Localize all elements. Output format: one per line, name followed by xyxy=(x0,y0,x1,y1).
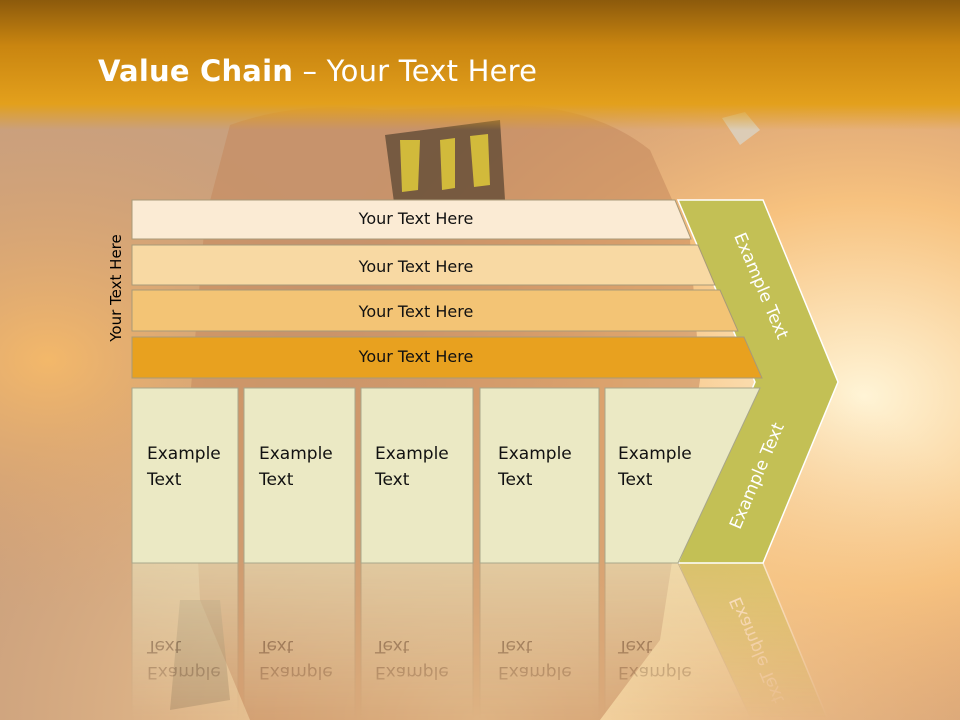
column-5-line-2: Text xyxy=(617,470,653,490)
diagram-reflection: Example Text Example Text Example Text E… xyxy=(131,562,829,720)
bar-3-label: Your Text Here xyxy=(358,302,474,321)
bar-1-label: Your Text Here xyxy=(358,209,474,228)
reflection-chevron xyxy=(676,562,829,720)
column-5-line-1: Example xyxy=(618,444,692,464)
reflection-column-4-line-1: Example xyxy=(498,662,572,682)
reflection-column-1-line-2: Text xyxy=(146,636,182,656)
column-4-line-1: Example xyxy=(498,444,572,464)
column-4-label: Example Text xyxy=(497,444,577,490)
reflection-column-2-line-2: Text xyxy=(258,636,294,656)
column-2-label: Example Text xyxy=(258,444,338,490)
title-bold: Value Chain xyxy=(98,54,294,88)
diagram-main: Your Text Here Your Text Here Your Text … xyxy=(131,199,839,564)
reflection-column-1-line-1: Example xyxy=(147,662,221,682)
column-3-line-1: Example xyxy=(375,444,449,464)
column-1[interactable] xyxy=(131,387,239,564)
bar-3[interactable] xyxy=(131,289,739,332)
reflection-column-5-line-1: Example xyxy=(618,662,692,682)
bar-2-label: Your Text Here xyxy=(358,257,474,276)
reflection-column-4-line-2: Text xyxy=(497,636,533,656)
reflection-column-2-label: Example Text xyxy=(258,636,338,682)
bar-4[interactable] xyxy=(131,336,763,379)
reflection-column-3-line-1: Example xyxy=(375,662,449,682)
reflection-column-5-line-2: Text xyxy=(617,636,653,656)
column-5-label: Example Text xyxy=(617,444,697,490)
column-3[interactable] xyxy=(360,387,474,564)
bar-4-label: Your Text Here xyxy=(358,347,474,366)
reflection-column-4-label: Example Text xyxy=(497,636,577,682)
reflection-column-3 xyxy=(360,562,474,720)
column-2-line-2: Text xyxy=(258,470,294,490)
reflection-column-2 xyxy=(243,562,356,720)
reflection-column-4 xyxy=(479,562,600,720)
title-rest: – Your Text Here xyxy=(293,54,538,88)
column-1-label: Example Text xyxy=(146,444,226,490)
reflection-column-5 xyxy=(604,562,753,720)
reflection-column-2-line-1: Example xyxy=(259,662,333,682)
column-4-line-2: Text xyxy=(497,470,533,490)
reflection-column-3-line-2: Text xyxy=(374,636,410,656)
column-1-line-2: Text xyxy=(146,470,182,490)
column-4[interactable] xyxy=(479,387,600,564)
reflection-column-3-label: Example Text xyxy=(374,636,454,682)
reflection-column-5-label: Example Text xyxy=(617,636,697,682)
reflection-column-1 xyxy=(131,562,239,720)
bar-1[interactable] xyxy=(131,199,692,240)
column-3-line-2: Text xyxy=(374,470,410,490)
column-2[interactable] xyxy=(243,387,356,564)
reflection-column-1-label: Example Text xyxy=(146,636,226,682)
slide-title: Value Chain – Your Text Here xyxy=(98,54,537,88)
column-3-label: Example Text xyxy=(374,444,454,490)
column-1-line-1: Example xyxy=(147,444,221,464)
column-2-line-1: Example xyxy=(259,444,333,464)
bar-2[interactable] xyxy=(131,244,716,286)
